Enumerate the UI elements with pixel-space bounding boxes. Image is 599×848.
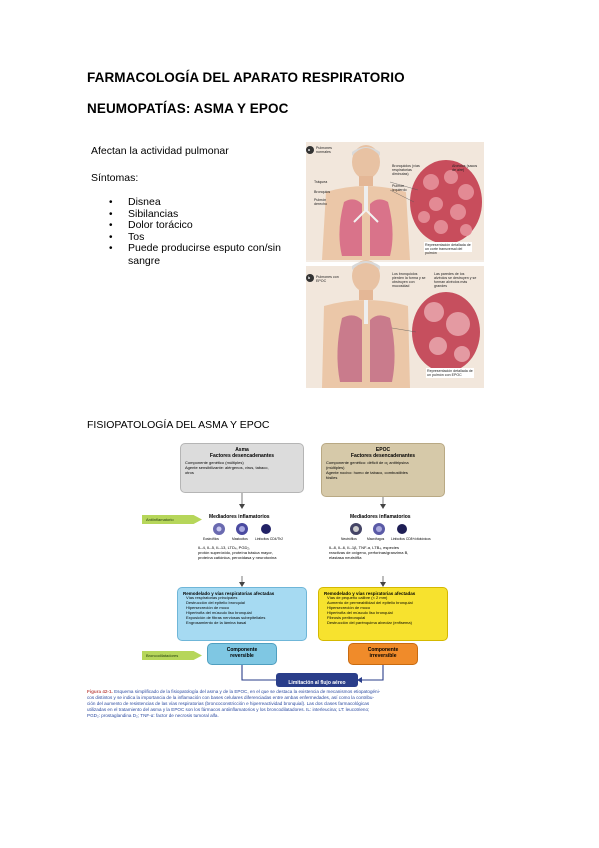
irreversible-line: Componente <box>367 647 399 653</box>
symptoms-list: Disnea Sibilancias Dolor torácico Tos Pu… <box>109 196 299 255</box>
epoc-remodel-title: Remodelado y vías respiratorias afectada… <box>324 591 416 596</box>
panel-badge-b: b <box>308 276 311 280</box>
caption-line: Figura 42-1. Esquema simplificado de la … <box>87 689 517 695</box>
asma-trigger-line: Agente sensibilizante: alérgenos, virus,… <box>185 464 269 470</box>
caption-line: cos distintos y se indica la importancia… <box>87 695 375 700</box>
airflow-limitation-label: Limitación al flujo aéreo <box>288 680 346 686</box>
asma-triggers-box: Asma Factores desencadenantes Componente… <box>180 443 304 493</box>
mediator-line: reactivas de oxígeno, perforinas/granzim… <box>329 549 409 555</box>
lung-bottom-caption: Representación detallada de un pulmón co… <box>427 369 473 377</box>
cell-label: Macrófagos <box>367 537 385 541</box>
epoc-trigger-line: Componente genético: déficit de α₁ antit… <box>326 460 409 465</box>
lung-label: Alvéolos (sacos de aire) <box>452 164 478 172</box>
reversible-component-box: Componente reversible <box>207 643 277 665</box>
caption-figure-number: Figura 42-1. <box>87 689 113 694</box>
lung-illustration-graphic <box>306 142 484 388</box>
caption-line: ción del aumento de resistencias de las … <box>87 701 370 706</box>
lung-label: Bronquios <box>314 190 331 194</box>
epoc-trigger-line: Agente nocivo: humo de tabaco, combustib… <box>326 469 408 475</box>
reversible-line: Componente <box>226 647 258 653</box>
figure-caption: Figura 42-1. Esquema simplificado de la … <box>87 689 517 719</box>
lung-illustration: Pulmones normales Tráquea Bronquios Pulm… <box>306 142 484 388</box>
lung-bottom-title: Pulmones con EPOC <box>316 275 339 283</box>
lung-label: Bronquiolos (vías respiratorias diminuta… <box>392 164 420 176</box>
mediator-line: proteína catiónica, peroxidasa y neuroto… <box>198 554 277 560</box>
cell-label: Linfocitos CD4/Th2 <box>255 537 284 541</box>
lung-top-caption: Representación detallada de un corte tra… <box>425 243 471 255</box>
asma-remodel-box: Remodelado y vías respiratorias afectada… <box>177 587 307 641</box>
remodel-item: Destrucción del parénquima alveolar (enf… <box>327 619 412 625</box>
lung-top-title: Pulmones normales <box>316 146 332 154</box>
symptom-item: Dolor torácico <box>109 220 299 232</box>
epoc-remodel-list: Vías de pequeño calibre (< 2 mm) Aumento… <box>324 596 442 625</box>
page-subtitle: NEUMOPATÍAS: ASMA Y EPOC <box>87 101 289 116</box>
epoc-mediators-list: IL-8, IL-6, IL-1β, TNF-α, LTB₄, especies… <box>329 545 449 561</box>
remodel-item: Vías respiratorias principales <box>186 595 238 601</box>
antiinflamatorio-tag: Antiinflamatorio <box>142 515 202 524</box>
lung-label: Tráquea <box>314 180 328 184</box>
epoc-subtitle: Factores desencadenantes <box>350 453 416 459</box>
remodel-item: Exposición de fibras nerviosas subepitel… <box>186 615 266 621</box>
asma-subtitle: Factores desencadenantes <box>209 453 275 459</box>
symptom-item: Disnea <box>109 196 299 209</box>
broncodilatadores-tag: Broncodilatadores <box>142 651 202 660</box>
mediator-line: IL-8, IL-6, IL-1β, TNF-α, LTB₄, especies <box>329 545 399 550</box>
remodel-item: Destrucción del epitelio bronquial <box>186 600 245 606</box>
symptom-item-continuation: sangre <box>128 255 161 267</box>
lung-label: Las paredes de los alvéolos se destruyen… <box>434 272 477 288</box>
remodel-item: Aumento de permeabilidad del epitelio br… <box>327 600 413 606</box>
asma-mediators-list: IL-4, IL-5, IL-13, LTD₄, PGD₂, protón su… <box>198 545 308 561</box>
epoc-trigger-lines: Componente genético: déficit de α₁ antit… <box>322 459 444 481</box>
irreversible-line: irreversible <box>369 653 397 659</box>
epoc-title: EPOC <box>375 447 391 453</box>
remodel-item: Engrosamiento de la lámina basal <box>186 619 247 625</box>
lung-label: Pulmón derecho <box>314 198 327 206</box>
mediator-line: IL-4, IL-5, IL-13, LTD₄, PGD₂, <box>198 545 251 550</box>
section-title: FISIOPATOLOGÍA DEL ASMA Y EPOC <box>87 419 270 431</box>
remodel-item: Hipersecreción de moco <box>186 605 230 611</box>
intro-text: Afectan la actividad pulmonar <box>91 145 229 157</box>
asma-mediators-title: Mediadores inflamatorios <box>209 514 270 520</box>
remodel-item: Hipertrofia del músculo liso bronquial <box>186 610 252 616</box>
irreversible-component-box: Componente irreversible <box>348 643 418 665</box>
asma-remodel-list: Vías respiratorias principales Destrucci… <box>183 596 301 625</box>
asma-remodel-title: Remodelado y vías respiratorias afectada… <box>183 591 275 596</box>
remodel-item: Fibrosis peribronquial <box>327 615 366 621</box>
symptom-item: Sibilancias <box>109 208 299 221</box>
epoc-mediators-title: Mediadores inflamatorios <box>350 514 411 520</box>
asma-title: Asma <box>235 447 249 453</box>
symptoms-label: Síntomas: <box>91 172 139 184</box>
panel-badge-a: a <box>308 148 310 152</box>
cell-label: Neutrófilos <box>341 537 357 541</box>
caption-line: PGD₂: prostaglandina D₂; TNF-α: factor d… <box>87 713 219 718</box>
mediator-line: protón superóxido, proteína básica mayor… <box>198 549 273 555</box>
remodel-item: Hipersecreción de moco <box>327 605 371 611</box>
epoc-triggers-box: EPOC Factores desencadenantes Componente… <box>321 443 445 497</box>
mediator-line: elastasa neutrófila <box>329 554 362 560</box>
cell-label: Mastocitos <box>232 537 248 541</box>
asma-trigger-line: otros <box>185 469 194 475</box>
asma-trigger-line: Componente genético (múltiples) <box>185 460 244 465</box>
symptom-item: Tos <box>109 231 299 244</box>
asma-trigger-lines: Componente genético (múltiples) Agente s… <box>181 459 303 476</box>
lung-label: Los bronquiolos pierden la forma y se ob… <box>392 272 426 288</box>
epoc-trigger-line: fósiles <box>326 474 338 480</box>
epoc-trigger-line: (múltiples) <box>326 464 345 470</box>
cell-label: Linfocitos CD8+/citotóxicos <box>391 537 431 541</box>
pathophysiology-diagram: Asma Factores desencadenantes Componente… <box>130 440 515 690</box>
epoc-remodel-box: Remodelado y vías respiratorias afectada… <box>318 587 448 641</box>
reversible-line: reversible <box>230 653 254 659</box>
cell-label: Eosinófilos <box>203 537 219 541</box>
airflow-limitation-box: Limitación al flujo aéreo <box>276 673 358 687</box>
caption-text: Esquema simplificado de la fisiopatologí… <box>114 689 381 694</box>
remodel-item: Hipertrofia del músculo liso bronquial <box>327 610 393 616</box>
caption-line: utilizadas en el tratamiento del asma y … <box>87 707 370 712</box>
remodel-item: Vías de pequeño calibre (< 2 mm) <box>327 595 388 601</box>
page-title: FARMACOLOGÍA DEL APARATO RESPIRATORIO <box>87 70 405 85</box>
lung-label: Pulmón izquierdo <box>392 184 407 192</box>
symptom-item: Puede producirse esputo con/sin <box>109 243 299 255</box>
diagram-connectors <box>213 492 407 683</box>
